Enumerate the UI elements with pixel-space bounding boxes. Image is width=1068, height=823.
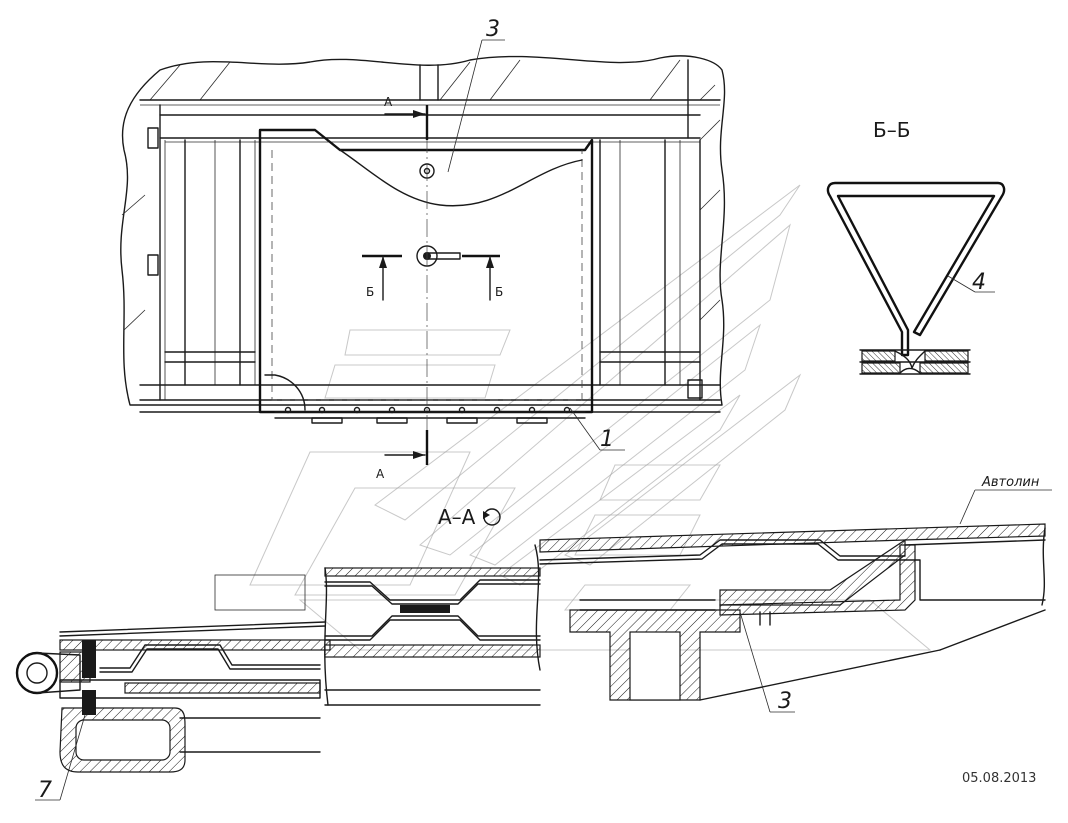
section-b-marks bbox=[362, 254, 500, 301]
plan-view: А А Б Б bbox=[120, 39, 726, 481]
section-mark-a-top: А bbox=[384, 95, 393, 109]
section-a-marks bbox=[384, 105, 429, 465]
section-title-b-b: Б–Б bbox=[873, 118, 910, 142]
right-assembly bbox=[539, 523, 1046, 713]
section-mark-b-left: Б bbox=[366, 285, 374, 299]
middle-assembly bbox=[324, 567, 541, 706]
callout-part-1: 1 bbox=[600, 427, 614, 452]
callout-part-4: 4 bbox=[972, 270, 986, 295]
section-a-a-detail bbox=[15, 523, 1046, 801]
hinge-rivets bbox=[284, 406, 571, 414]
left-end-assembly bbox=[15, 621, 331, 801]
section-mark-b-right: Б bbox=[495, 285, 503, 299]
drawing-date: 05.08.2013 bbox=[962, 771, 1036, 786]
section-mark-a-bottom: А bbox=[376, 467, 385, 481]
callout-part-7: 7 bbox=[38, 778, 52, 803]
note-avtolin: Автолин bbox=[981, 475, 1040, 490]
section-b-b-detail bbox=[826, 181, 1006, 375]
view-rotation-icon bbox=[483, 508, 501, 526]
callout-part-3-bottom: 3 bbox=[778, 689, 792, 714]
top-frame-hatch bbox=[121, 59, 721, 331]
callout-part-3-top: 3 bbox=[486, 17, 500, 42]
section-title-a-a: А–А bbox=[438, 505, 476, 529]
watermark bbox=[249, 184, 932, 651]
